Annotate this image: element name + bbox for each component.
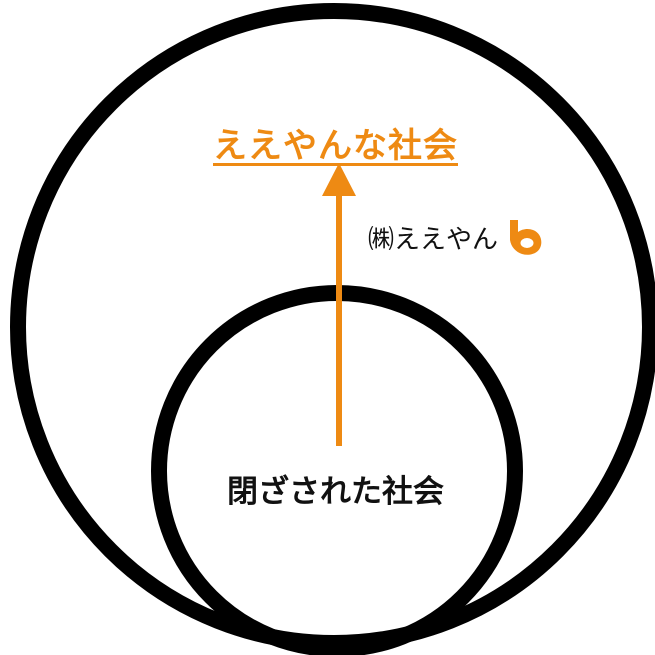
outer-society-label: ええやんな社会 bbox=[213, 126, 458, 166]
outer-circle bbox=[10, 3, 655, 651]
company-name: ㈱ええやん bbox=[368, 216, 546, 258]
inner-society-label: 閉ざされた社会 bbox=[227, 474, 444, 510]
b-mark-logo-icon bbox=[510, 220, 542, 255]
arrow-up-icon bbox=[322, 163, 356, 446]
company-label: ㈱ええやん bbox=[368, 224, 499, 255]
